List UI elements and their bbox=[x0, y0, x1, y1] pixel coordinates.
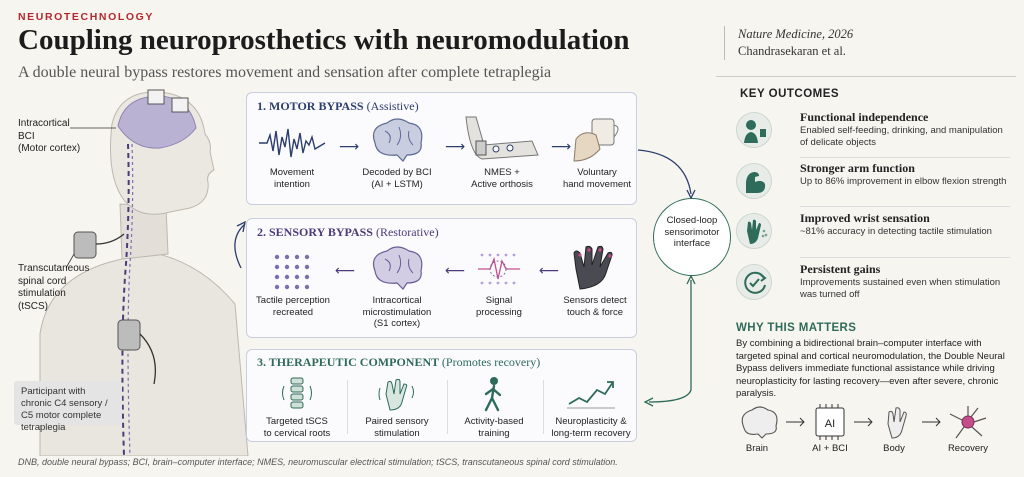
spine-icon bbox=[282, 377, 312, 409]
ai-chip-label: AI bbox=[825, 418, 835, 430]
therapeutic-panel: 3. THERAPEUTIC COMPONENT (Promotes recov… bbox=[246, 349, 637, 442]
tscs-label: Transcutaneous spinal cord stimulation (… bbox=[18, 263, 90, 312]
journal-citation: Nature Medicine, 2026 bbox=[738, 27, 854, 41]
therapeutic-panel-title: 3. THERAPEUTIC COMPONENT (Promotes recov… bbox=[257, 355, 541, 369]
page-subtitle: A double neural bypass restores movement… bbox=[18, 64, 552, 81]
sensory-step-icms: Intracortical microstimulation (S1 corte… bbox=[351, 245, 443, 330]
signal-processing-icon bbox=[478, 253, 520, 285]
motor-step-decode: Decoded by BCI (AI + LSTM) bbox=[351, 117, 443, 190]
outcome-functional-independence: Functional independence Enabled self-fee… bbox=[736, 110, 1016, 158]
outcome-persistent-gains: Persistent gains Improvements sustained … bbox=[736, 262, 1016, 310]
motor-step-intention: Movement intention bbox=[249, 123, 335, 190]
neuron-icon bbox=[949, 406, 987, 439]
arm-orthosis-icon bbox=[465, 116, 539, 160]
right-column-divider bbox=[716, 76, 1016, 77]
authors: Chandrasekaran et al. bbox=[738, 44, 846, 58]
arrow-left-icon: ⟵ bbox=[539, 263, 560, 279]
closed-loop-connectors bbox=[234, 149, 696, 407]
self-feeding-icon bbox=[736, 112, 772, 148]
outcome-wrist-sensation: Improved wrist sensation ~81% accuracy i… bbox=[736, 211, 1016, 259]
flow-label-ai-bci: AI + BCI bbox=[812, 443, 848, 454]
why-title: WHY THIS MATTERS bbox=[736, 322, 857, 334]
ai-chip-icon: AI bbox=[815, 404, 845, 440]
therapeutic-step-tscs: Targeted tSCS to cervical roots bbox=[251, 376, 343, 439]
arrow-right-icon: ⟶ bbox=[445, 139, 466, 155]
hand-touch-icon bbox=[736, 213, 772, 249]
motor-bypass-panel: 1. MOTOR BYPASS (Assistive) Movement int… bbox=[246, 92, 637, 205]
motor-panel-title: 1. MOTOR BYPASS (Assistive) bbox=[257, 99, 419, 113]
closed-loop-interface: Closed-loop sensorimotor interface bbox=[653, 198, 731, 276]
brain-icon bbox=[372, 118, 423, 162]
flow-label-recovery: Recovery bbox=[947, 443, 989, 454]
trend-up-icon bbox=[567, 381, 615, 409]
arrow-right-icon: ⟶ bbox=[339, 139, 360, 155]
dot-grid-icon bbox=[274, 254, 310, 290]
sensory-step-processing: Signal processing bbox=[459, 247, 539, 318]
kicker: NEUROTECHNOLOGY bbox=[18, 11, 155, 23]
arrow-right-icon: ⟶ bbox=[551, 139, 572, 155]
page-title: Coupling neuroprosthetics with neuromodu… bbox=[18, 24, 630, 56]
journal-divider bbox=[724, 26, 725, 60]
sensory-bypass-panel: 2. SENSORY BYPASS (Restorative) Tactile … bbox=[246, 218, 637, 338]
hand-icon bbox=[887, 407, 907, 439]
why-text: By combining a bidirectional brain–compu… bbox=[736, 338, 1005, 399]
bci-label: Intracortical BCI (Motor cortex) bbox=[18, 118, 81, 154]
outcome-arm-function: Stronger arm function Up to 86% improvem… bbox=[736, 161, 1016, 209]
flow-label-brain: Brain bbox=[745, 443, 769, 454]
motor-step-nmes: NMES + Active orthosis bbox=[457, 115, 547, 190]
arrow-left-icon: ⟵ bbox=[445, 263, 466, 279]
sensor-glove-icon bbox=[573, 245, 613, 290]
flexed-arm-icon bbox=[736, 163, 772, 199]
sensory-step-sensors: Sensors detect touch & force bbox=[553, 243, 637, 318]
flow-label-body: Body bbox=[883, 443, 905, 454]
therapeutic-step-plasticity: Neuroplasticity & long-term recovery bbox=[545, 376, 637, 439]
sensory-step-perception: Tactile perception recreated bbox=[251, 251, 335, 318]
arrow-left-icon: ⟵ bbox=[335, 263, 356, 279]
summary-flow: AI bbox=[741, 404, 987, 440]
participant-box: Participant with chronic C4 sensory / C5… bbox=[14, 381, 122, 433]
therapeutic-step-paired: Paired sensory stimulation bbox=[351, 376, 443, 439]
brain-icon bbox=[372, 246, 423, 290]
cycle-check-icon bbox=[736, 264, 772, 300]
electrode-array bbox=[147, 89, 165, 105]
hand-waves-icon bbox=[378, 378, 414, 411]
waveform-icon bbox=[259, 128, 326, 158]
brain-icon bbox=[741, 406, 778, 439]
sensory-panel-title: 2. SENSORY BYPASS (Restorative) bbox=[257, 225, 439, 239]
walking-person-icon bbox=[484, 377, 502, 412]
therapeutic-step-training: Activity-based training bbox=[451, 376, 537, 439]
key-outcomes-title: KEY OUTCOMES bbox=[740, 88, 840, 100]
hand-cup-icon bbox=[573, 118, 619, 162]
motor-step-hand: Voluntary hand movement bbox=[555, 115, 639, 190]
footnote: DNB, double neural bypass; BCI, brain–co… bbox=[18, 457, 618, 467]
